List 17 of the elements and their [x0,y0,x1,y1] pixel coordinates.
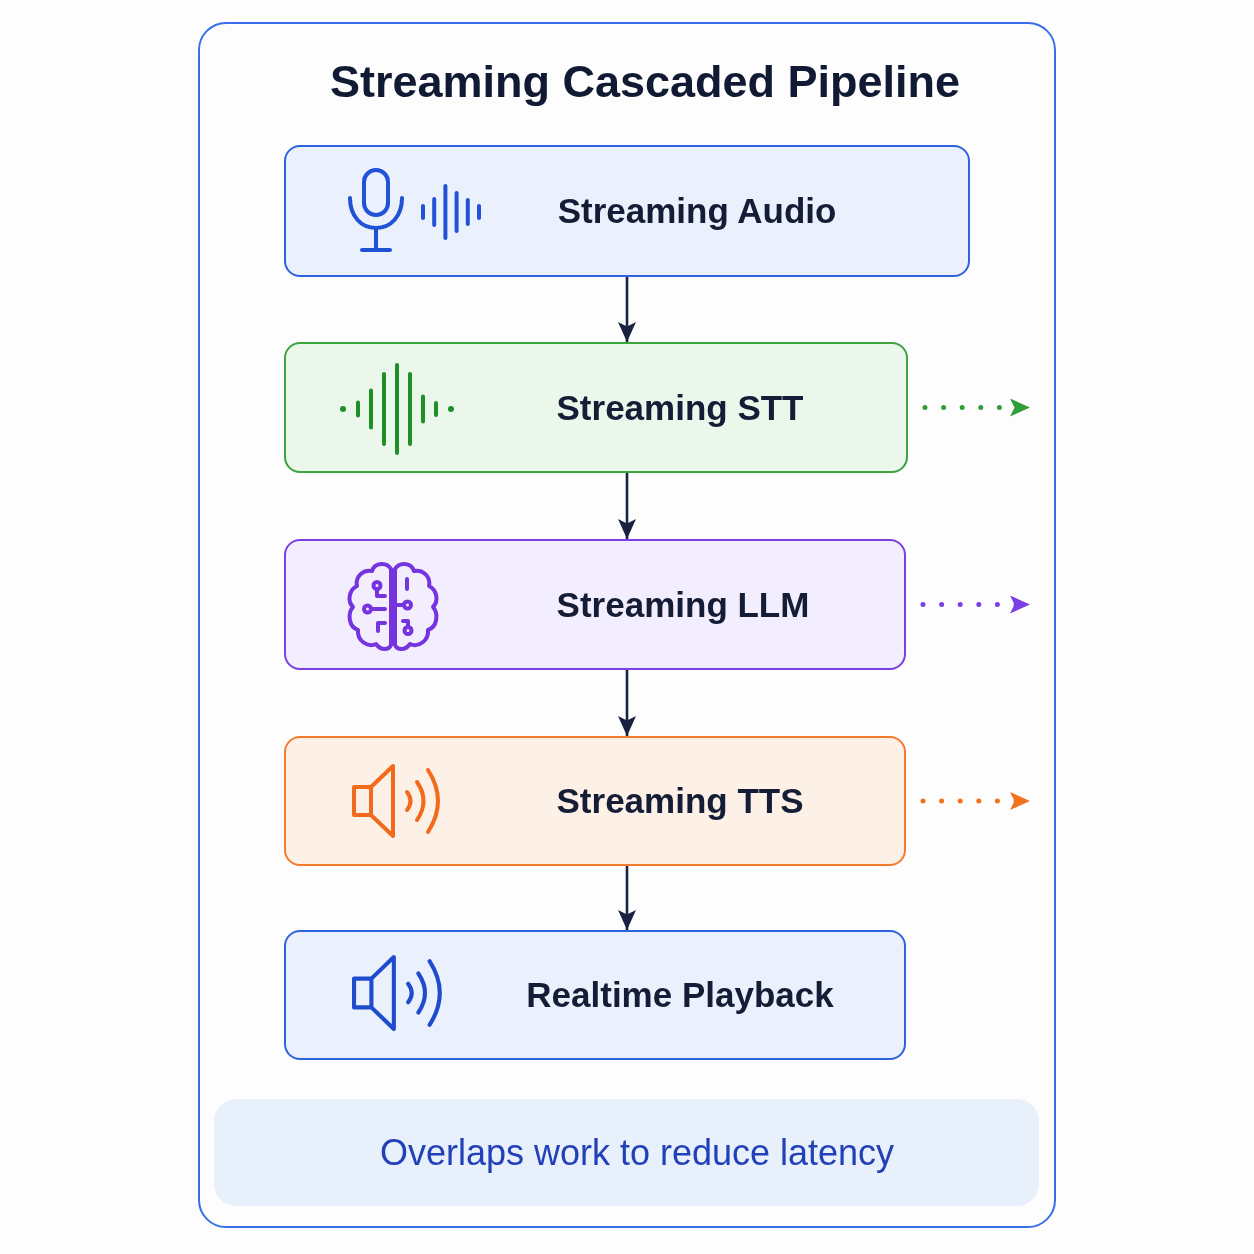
arrow [618,866,636,930]
diagram-title: Streaming Cascaded Pipeline [329,56,961,108]
process-box [284,342,908,473]
process-box [284,145,970,277]
step-label: Streaming TTS [556,780,804,822]
pipeline-frame [198,22,1056,1228]
process-box [284,930,906,1060]
arrow [618,473,636,539]
arrow [618,277,636,342]
step-label: Realtime Playback [526,974,834,1016]
step-label: Streaming LLM [556,584,810,626]
step-label: Streaming STT [556,387,804,429]
step-label: Streaming Audio [557,190,837,232]
process-box [284,736,906,866]
note-text: Overlaps work to reduce latency [379,1132,895,1174]
arrow [618,670,636,736]
process-box [284,539,906,670]
